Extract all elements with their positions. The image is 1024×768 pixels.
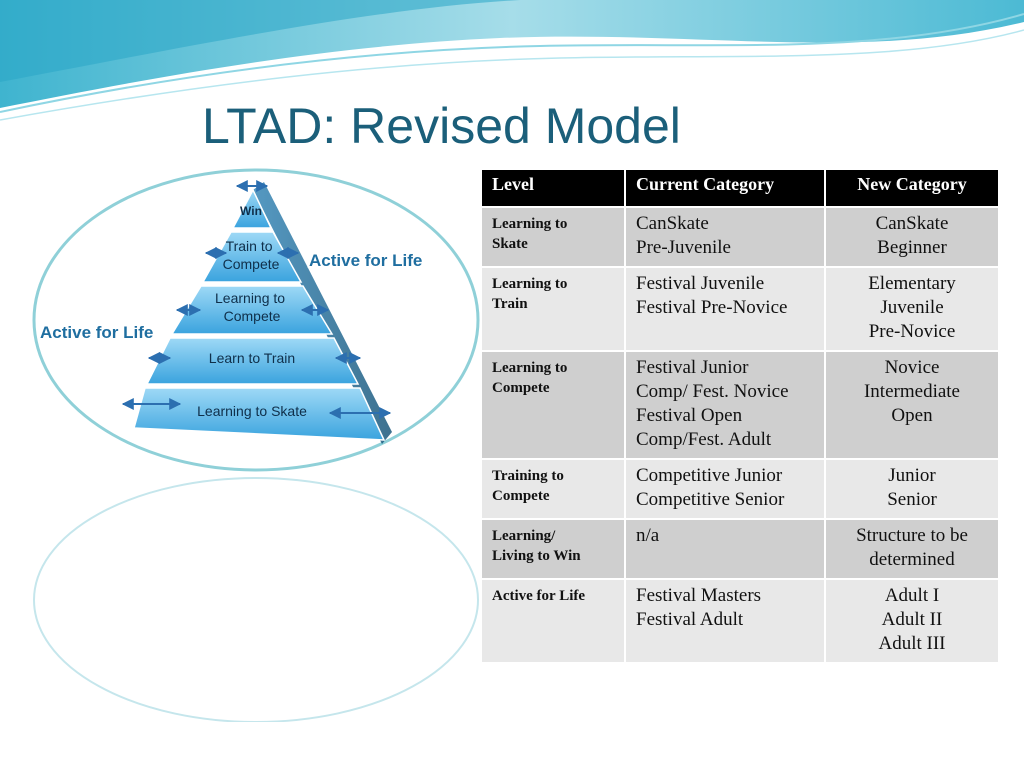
header-wave-decoration — [0, 0, 1024, 121]
double-arrow-icon — [121, 180, 392, 419]
ltad-pyramid-diagram: Win Train to Compete Learning to Compete… — [0, 168, 480, 768]
new-category-cell: Structure to be determined — [824, 518, 1000, 580]
cell-line: Festival Masters — [636, 585, 762, 606]
cell-line: Senior — [887, 489, 937, 510]
cell-line: Festival Adult — [636, 609, 744, 630]
pyramid-tier-win — [231, 188, 273, 229]
cell-line: Open — [891, 405, 933, 426]
header-new-category: New Category — [824, 168, 1000, 208]
cell-line: Learning/ — [492, 528, 556, 544]
cell-line: Juvenile — [880, 297, 944, 318]
pyramid-tier-learning-to-skate — [133, 387, 386, 441]
cell-line: determined — [869, 549, 955, 570]
header-level: Level — [480, 168, 626, 208]
cell-line: Pre-Juvenile — [636, 237, 731, 258]
level-cell: Learning/Living to Win — [480, 518, 626, 580]
pyramid-tier-learning-to-compete — [170, 285, 334, 335]
cell-line: Comp/ Fest. Novice — [636, 381, 789, 402]
cell-line: Learning to — [492, 360, 568, 376]
level-cell: Learning to Train — [480, 266, 626, 352]
pyramid-tier-train-to-compete — [201, 231, 303, 283]
slide-title: LTAD: Revised Model — [202, 98, 681, 154]
cell-line: Active for Life — [492, 588, 586, 604]
cell-line: Festival Open — [636, 405, 743, 426]
tier-label-learning-to-compete: Learning to Compete — [215, 290, 289, 324]
cell-line: Festival Juvenile — [636, 273, 765, 294]
cell-line: Competitive Junior — [636, 465, 783, 486]
lower-empty-ellipse — [33, 477, 479, 723]
cell-line: Novice — [884, 357, 940, 378]
cell-line: Festival Junior — [636, 357, 749, 378]
cell-line: Elementary — [868, 273, 956, 294]
table-row: Learning/Living to Win n/a Structure to be… — [480, 518, 1000, 580]
cell-line: Adult I — [884, 585, 940, 606]
cell-line: Living to Win — [492, 548, 581, 564]
new-category-cell: Adult I Adult II Adult III — [824, 578, 1000, 664]
cell-line: Learning to — [492, 216, 568, 232]
cell-line: Compete — [492, 380, 550, 396]
tier-label-learn-to-train: Learn to Train — [209, 350, 295, 366]
cell-line: Comp/Fest. Adult — [636, 429, 772, 450]
cell-line: n/a — [636, 525, 660, 546]
cell-line: Training to — [492, 468, 564, 484]
level-cell: Learning to Compete — [480, 350, 626, 460]
cell-line: Learning to — [492, 276, 568, 292]
cell-line: CanSkate — [636, 213, 709, 234]
current-category-cell: n/a — [624, 518, 826, 580]
tier-label-train-to-compete: Train to Compete — [223, 238, 280, 272]
active-for-life-label-left: Active for Life — [40, 323, 153, 342]
cell-line: Beginner — [877, 237, 947, 258]
cell-line: Train — [492, 296, 528, 312]
cell-line: Pre-Novice — [868, 321, 956, 342]
header-current-category: Current Category — [624, 168, 826, 208]
cell-line: Junior — [888, 465, 936, 486]
active-for-life-label-right: Active for Life — [309, 251, 422, 270]
pyramid-tier-learn-to-train — [145, 337, 360, 385]
cell-line: CanSkate — [875, 213, 949, 234]
level-cell: Learning to Skate — [480, 206, 626, 268]
cell-line: Competitive Senior — [636, 489, 785, 510]
cell-line: Adult II — [881, 609, 943, 630]
cell-line: Compete — [492, 488, 550, 504]
level-cell: Active for Life — [480, 578, 626, 664]
cell-line: Adult III — [878, 633, 946, 654]
ltad-category-table: Level Current Category New Category Lear… — [480, 168, 1000, 664]
level-cell: Training to Compete — [480, 458, 626, 520]
tier-label-learning-to-skate: Learning to Skate — [197, 403, 307, 419]
cell-line: Skate — [492, 236, 528, 252]
cell-line: Intermediate — [863, 381, 960, 402]
cell-line: Structure to be — [856, 525, 968, 546]
cell-line: Festival Pre-Novice — [636, 297, 788, 318]
tier-label-win: Win — [240, 204, 262, 218]
table-header-row: Level Current Category New Category — [480, 168, 1000, 208]
